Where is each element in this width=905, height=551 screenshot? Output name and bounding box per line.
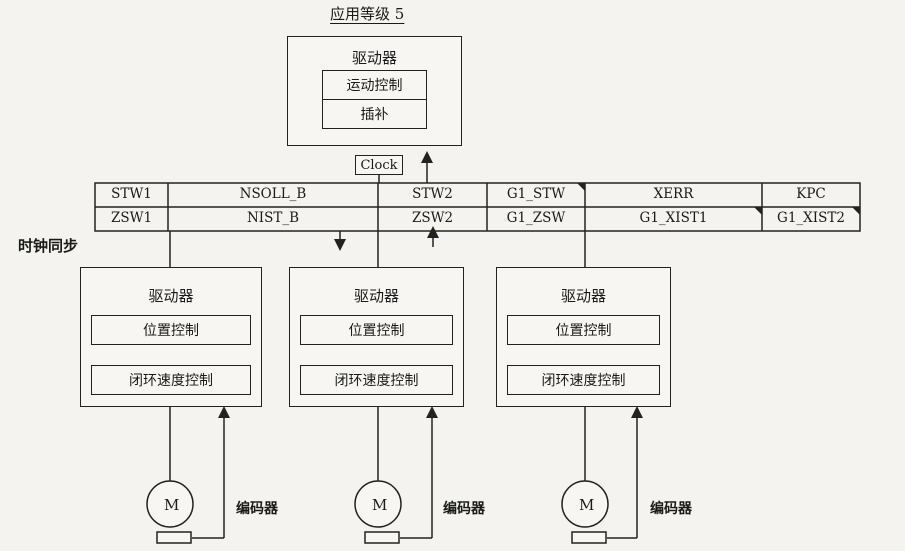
drive-title: 驱动器 [148,287,194,305]
cell-g1-zsw: G1_ZSW [506,210,566,226]
speed-control-block: 闭环速度控制 [507,365,660,395]
drive-title: 驱动器 [353,287,399,305]
motor-icon: M [164,496,180,514]
drive-box-3: 驱动器 位置控制 闭环速度控制 [496,267,671,407]
cell-zsw2: ZSW2 [411,210,454,226]
cell-stw1: STW1 [111,186,152,202]
position-control-block: 位置控制 [300,315,453,345]
clock-box: Clock [355,155,403,175]
clock-sync-label: 时钟同步 [18,237,79,255]
encoder-label: 编码器 [650,501,692,517]
cell-nsoll-b: NSOLL_B [239,186,307,202]
master-drive-title: 驱动器 [351,49,397,67]
motor-icon: M [372,496,388,514]
cell-stw2: STW2 [412,186,453,202]
drive-box-1: 驱动器 位置控制 闭环速度控制 [80,267,262,407]
interpolation-block: 插补 [322,99,427,129]
motor-icon: M [579,496,595,514]
position-control-block: 位置控制 [91,315,251,345]
master-drive-box: 驱动器 运动控制 插补 [287,36,462,146]
drive-title: 驱动器 [560,287,606,305]
speed-control-block: 闭环速度控制 [300,365,453,395]
cell-zsw1: ZSW1 [110,210,153,226]
motion-control-block: 运动控制 [322,70,427,100]
cell-kpc: KPC [796,186,826,202]
cell-g1-xist1: G1_XIST1 [639,210,708,226]
speed-control-block: 闭环速度控制 [91,365,251,395]
position-control-block: 位置控制 [507,315,660,345]
cell-xerr: XERR [653,186,694,202]
cell-g1-xist2: G1_XIST2 [777,210,845,226]
encoder-label: 编码器 [236,501,278,517]
encoder-label: 编码器 [443,501,485,517]
cell-g1-stw: G1_STW [506,186,566,202]
cell-nist-b: NIST_B [246,210,300,226]
drive-box-2: 驱动器 位置控制 闭环速度控制 [289,267,464,407]
page-title: 应用等级 5 [330,5,405,23]
